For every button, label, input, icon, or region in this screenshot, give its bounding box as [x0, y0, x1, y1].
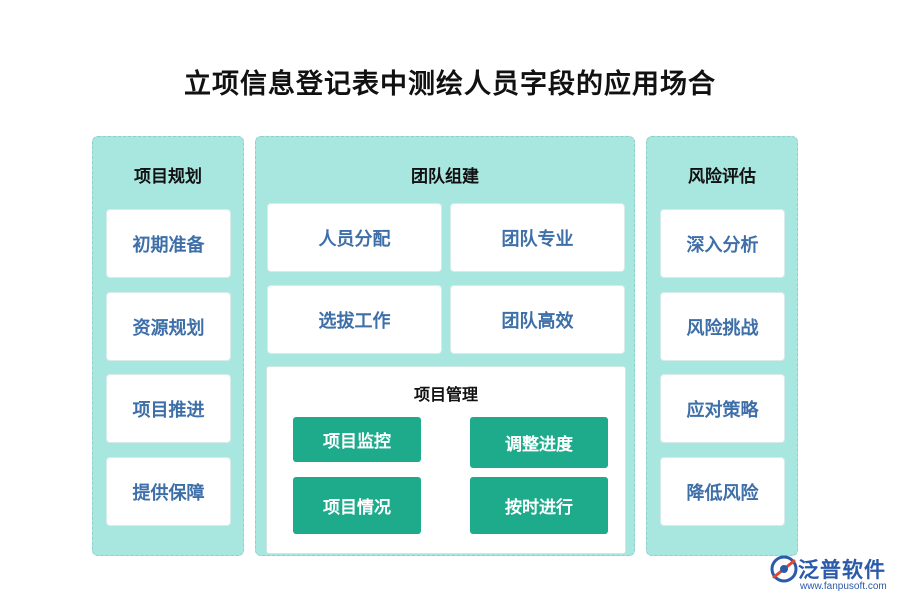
box-project-monitoring: 项目监控 [293, 417, 421, 462]
card-selection-work: 选拔工作 [267, 285, 442, 354]
box-project-status: 项目情况 [293, 477, 421, 534]
logo-mark-icon [770, 555, 798, 583]
card-response-strategy: 应对策略 [660, 374, 785, 443]
card-in-depth-analysis: 深入分析 [660, 209, 785, 278]
box-on-time-execution: 按时进行 [470, 477, 608, 534]
column-heading: 团队组建 [411, 167, 479, 187]
card-team-efficiency: 团队高效 [450, 285, 625, 354]
logo-name: 泛普软件 [798, 558, 886, 582]
card-staff-allocation: 人员分配 [267, 203, 442, 272]
diagram-title: 立项信息登记表中测绘人员字段的应用场合 [184, 69, 716, 100]
card-risk-challenges: 风险挑战 [660, 292, 785, 361]
card-project-advancement: 项目推进 [106, 374, 231, 443]
box-adjust-schedule: 调整进度 [470, 417, 608, 468]
card-initial-preparation: 初期准备 [106, 209, 231, 278]
column-heading: 项目规划 [134, 167, 202, 187]
card-team-expertise: 团队专业 [450, 203, 625, 272]
panel-heading: 项目管理 [413, 385, 478, 404]
column-risk-assessment: 风险评估 深入分析 风险挑战 应对策略 降低风险 [646, 136, 798, 556]
column-project-planning: 项目规划 初期准备 资源规划 项目推进 提供保障 [92, 136, 244, 556]
logo-url: www.fanpusoft.com [800, 581, 887, 592]
column-team-building: 团队组建 人员分配 团队专业 选拔工作 团队高效 项目管理 项目监控 调整进度 … [255, 136, 635, 556]
column-heading: 风险评估 [688, 167, 756, 187]
project-management-panel: 项目管理 项目监控 调整进度 项目情况 按时进行 [266, 366, 626, 554]
card-resource-planning: 资源规划 [106, 292, 231, 361]
card-reduce-risk: 降低风险 [660, 457, 785, 526]
fanpu-logo: 泛普软件 www.fanpusoft.com [768, 553, 893, 593]
card-provide-support: 提供保障 [106, 457, 231, 526]
